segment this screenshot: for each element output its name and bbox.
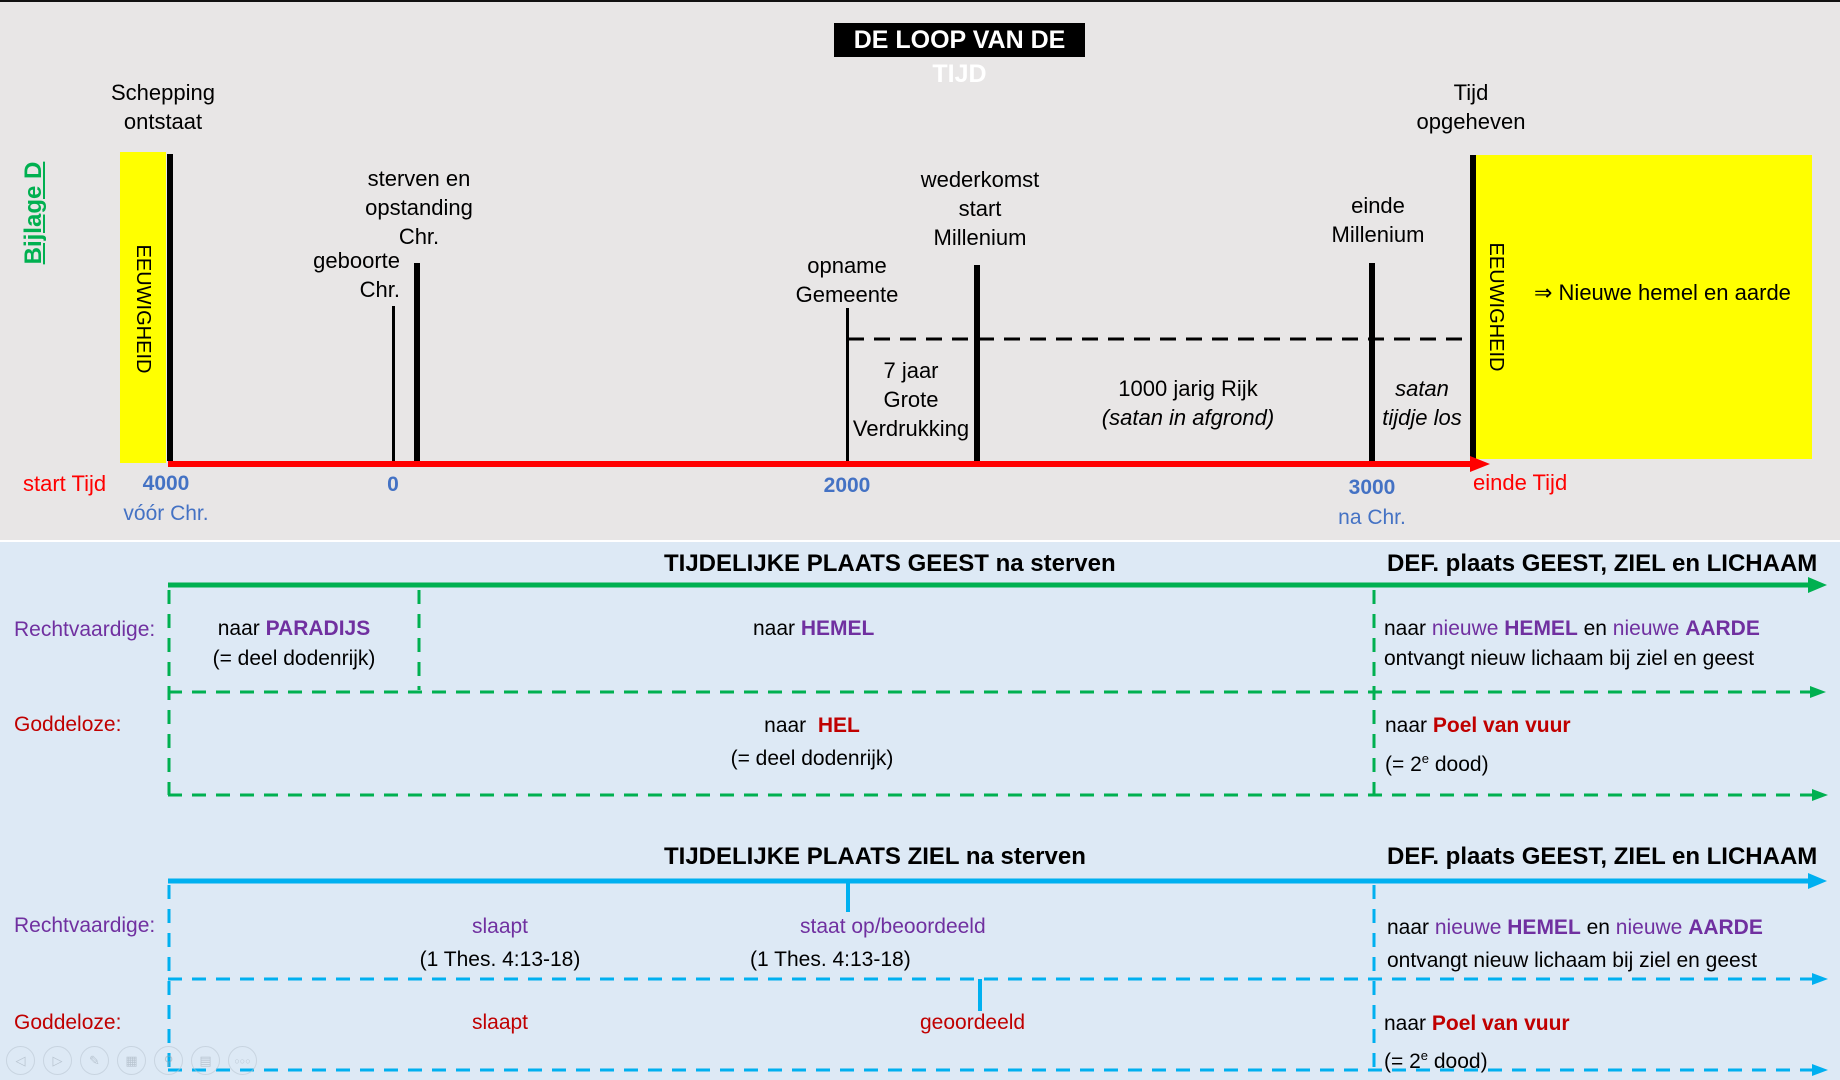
soul-wicked-final-cell: naar Poel van vuur (= 2e dood) [1384, 1012, 1570, 1073]
time-lifted-label: Tijd opgeheven [1416, 80, 1526, 134]
time-lifted-line [1470, 155, 1476, 460]
spirit-bottom-arrowhead [1812, 789, 1828, 801]
rapture-label: opname Gemeente [795, 253, 899, 307]
satan-loose-label: satan tijdje los [1382, 376, 1462, 430]
soul-righteous-rise-cell: staat op/beoordeeld (1 Thes. 4:13-18) [750, 915, 986, 971]
spirit-hell-cell: naar HEL (= deel dodenrijk) [730, 714, 894, 770]
spirit-wicked-label: Goddeloze: [14, 713, 122, 736]
spirit-paradise-cell: naar PARADIJS (= deel dodenrijk) [212, 617, 376, 670]
slideshow-toolbar: ◁ ▷ ✎ ▦ ⚲ ▤ ○○○ [6, 1046, 257, 1075]
tick-4000-sub: vóór Chr. [123, 502, 209, 525]
creation-label: Schepping ontstaat [111, 80, 215, 134]
zoom-icon[interactable]: ⚲ [154, 1046, 183, 1075]
pen-icon[interactable]: ✎ [80, 1046, 109, 1075]
eternity-right-block [1474, 155, 1812, 459]
kingdom-label: 1000 jarig Rijk (satan in afgrond) [1101, 376, 1275, 430]
birth-line [392, 306, 395, 461]
tribulation-label: 7 jaar Grote Verdrukking [852, 358, 970, 441]
more-icon[interactable]: ○○○ [228, 1046, 257, 1075]
soul-wicked-sleep-cell: slaapt [471, 1011, 529, 1034]
return-line [974, 265, 980, 461]
soul-temp-heading: TIJDELIJKE PLAATS ZIEL na sterven [664, 843, 1086, 870]
previous-icon[interactable]: ◁ [6, 1046, 35, 1075]
soul-def-heading: DEF. plaats GEEST, ZIEL en LICHAAM [1387, 843, 1818, 870]
eternity-left-block [120, 152, 166, 463]
soul-righteous-label: Rechtvaardige: [14, 914, 156, 937]
end-time-label: einde Tijd [1473, 470, 1568, 495]
soul-wicked-judged-cell: geoordeeld [920, 1011, 1026, 1034]
tick-3000: 3000 [1348, 476, 1396, 499]
end-millennium-label: einde Millenium [1331, 193, 1425, 247]
spirit-righteous-final-cell: naar nieuwe HEMEL en nieuwe AARDE ontvan… [1384, 617, 1760, 670]
spirit-mid-arrowhead [1810, 686, 1826, 698]
tick-2000: 2000 [823, 474, 871, 497]
soul-righteous-final-cell: naar nieuwe HEMEL en nieuwe AARDE ontvan… [1387, 916, 1763, 972]
soul-mid-arrowhead [1812, 973, 1828, 985]
new-heaven-label: ⇒ Nieuwe hemel en aarde [1534, 280, 1791, 305]
slides-grid-icon[interactable]: ▦ [117, 1046, 146, 1075]
end-millennium-line [1369, 263, 1375, 461]
soul-wicked-label: Goddeloze: [14, 1011, 122, 1034]
birth-label: geboorte Chr. [313, 248, 400, 302]
spirit-arrowhead [1808, 577, 1827, 593]
start-time-label: start Tijd [23, 471, 107, 496]
spirit-heaven-cell: naar HEMEL [753, 617, 875, 640]
soul-righteous-sleep-cell: slaapt (1 Thes. 4:13-18) [419, 915, 581, 971]
rapture-line [846, 308, 849, 461]
tick-4000: 4000 [142, 472, 190, 495]
soul-bottom-arrowhead [1812, 1064, 1828, 1076]
page-title: DE LOOP VAN DE TIJD [834, 23, 1085, 88]
next-icon[interactable]: ▷ [43, 1046, 72, 1075]
return-label: wederkomst start Millenium [920, 167, 1040, 250]
tick-0: 0 [387, 473, 399, 496]
time-axis-arrowhead [1470, 456, 1490, 472]
soul-arrowhead [1808, 873, 1827, 889]
spirit-righteous-label: Rechtvaardige: [14, 618, 156, 641]
tick-3000-sub: na Chr. [1338, 506, 1406, 529]
creation-line [167, 154, 173, 461]
death-resurrection-label: sterven en opstanding Chr. [365, 166, 473, 249]
spirit-def-heading: DEF. plaats GEEST, ZIEL en LICHAAM [1387, 550, 1818, 577]
spirit-wicked-final-cell: naar Poel van vuur (= 2e dood) [1385, 714, 1571, 776]
death-resurrection-line [414, 263, 420, 461]
spirit-temp-heading: TIJDELIJKE PLAATS GEEST na sterven [664, 550, 1116, 577]
subtitles-icon[interactable]: ▤ [191, 1046, 220, 1075]
